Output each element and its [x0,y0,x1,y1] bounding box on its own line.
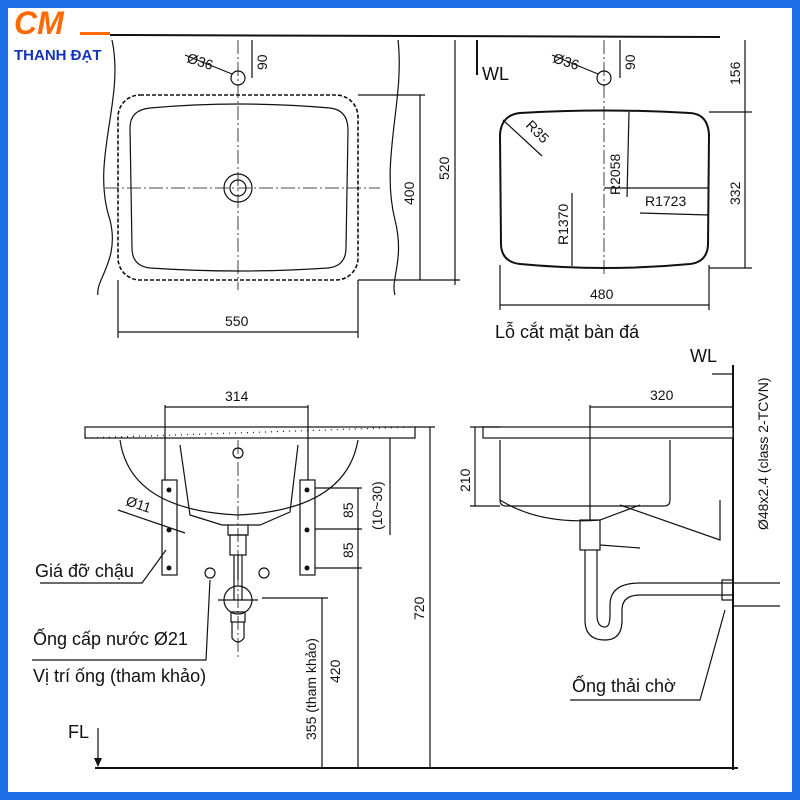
dim-355: 355 (tham khảo) [303,638,319,740]
top-view: 550 400 520 Ø36 90 [97,39,460,338]
cutout-hole-offset: 90 [622,54,638,70]
dim-85b: 85 [340,542,356,558]
dim-332: 332 [727,181,743,205]
dim-720: 720 [411,596,427,620]
technical-drawing: CM THANH ĐẠT 550 400 520 Ø36 90 WL Ø36 [14,8,780,770]
label-supply: Ống cấp nước Ø21 [33,628,188,649]
front-view: 314 Ø11 Giá đỡ chậu Ống cấp nước Ø21 Vị … [32,388,738,769]
fl-label: FL [68,722,89,742]
dim-320: 320 [650,387,674,403]
cutout-caption: Lỗ cắt mặt bàn đá [495,321,640,342]
label-position: Vị trí ống (tham khảo) [33,666,206,686]
dim-520: 520 [436,156,452,180]
r2058: R2058 [607,154,623,195]
label-bracket: Giá đỡ chậu [35,561,134,581]
cutout-hole-dia: Ø36 [551,50,581,73]
dim-adjust: (10~30) [369,481,385,530]
bolt-dia: Ø11 [124,493,153,516]
logo-subtitle: THANH ĐẠT [14,47,102,64]
dim-550: 550 [225,313,249,329]
wl-label-side: WL [690,346,717,366]
hole-dia: Ø36 [185,50,215,73]
dim-480: 480 [590,286,614,302]
dim-156: 156 [727,61,743,85]
drawing-sheet: CM THANH ĐẠT 550 400 520 Ø36 90 WL Ø36 [8,8,792,792]
wl-label-top: WL [482,64,509,84]
cutout-view: WL Ø36 90 R35 R2058 R1723 R1370 480 156 … [476,40,752,342]
hole-offset: 90 [254,54,270,70]
dim-400: 400 [401,181,417,205]
label-drain: Ống thải chờ [572,675,676,696]
logo-brand: CM [14,8,65,41]
dim-420: 420 [327,659,343,683]
r1370: R1370 [555,204,571,245]
pipe-spec: Ø48x2.4 (class 2-TCVN) [755,378,771,530]
dim-314: 314 [225,388,249,404]
side-view: WL 320 210 Ø48x2.4 (class 2-TCVN) Ống th… [457,346,780,770]
logo: CM THANH ĐẠT [14,8,110,64]
dim-210: 210 [457,468,473,492]
r1723: R1723 [645,193,686,209]
dim-85a: 85 [340,502,356,518]
